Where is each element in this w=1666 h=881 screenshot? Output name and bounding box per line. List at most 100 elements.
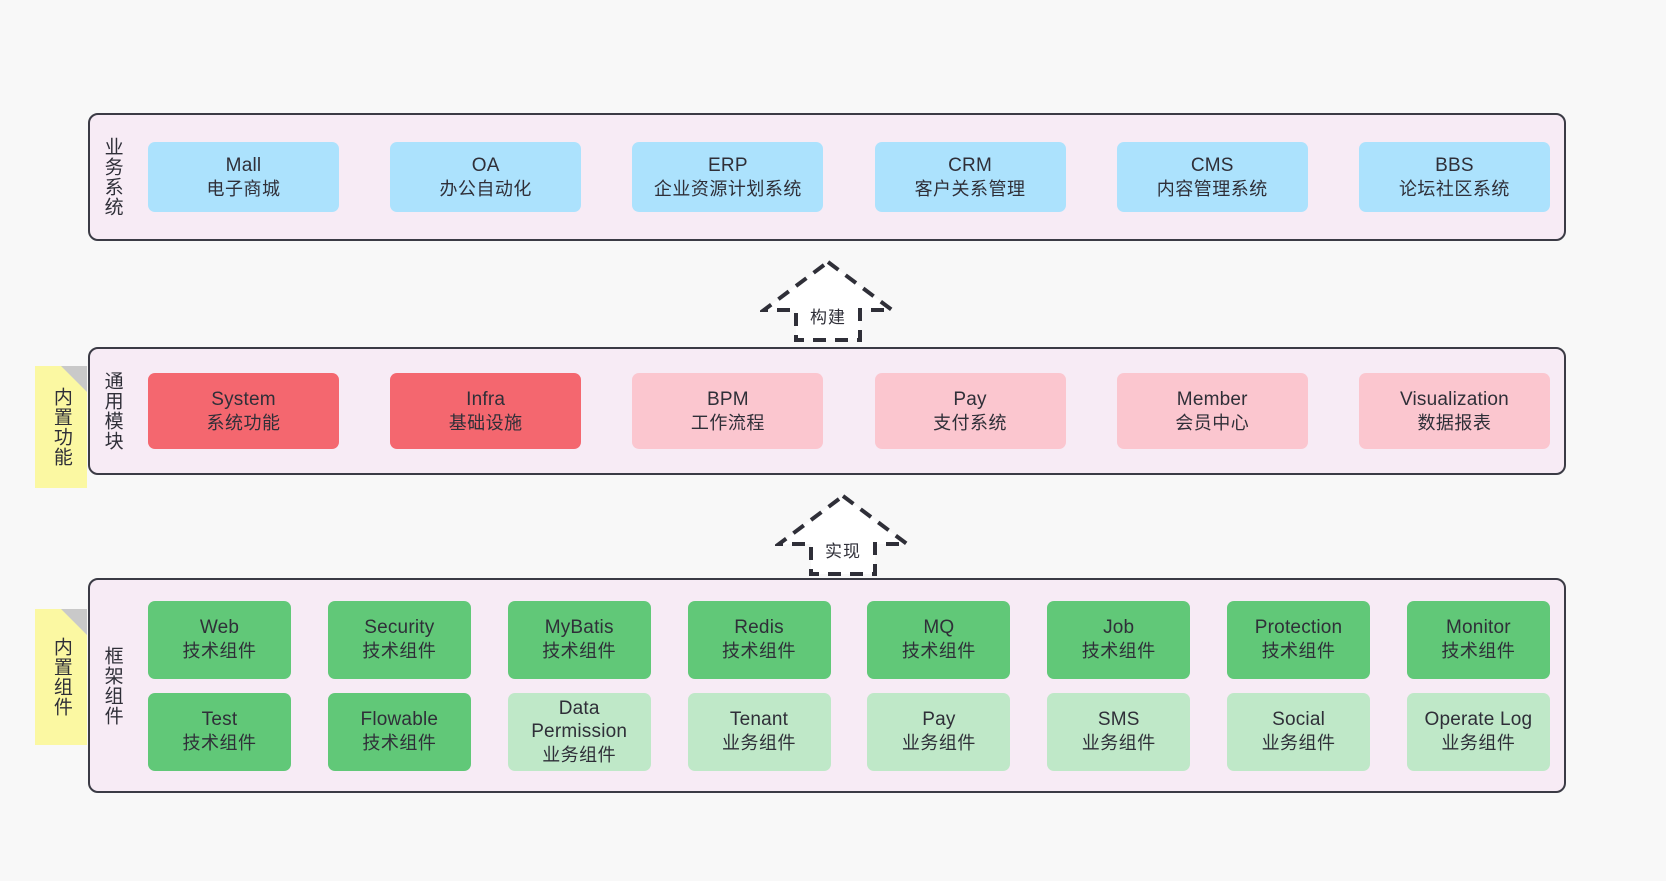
section-label-common-modules: 通用模块 [101,371,123,451]
section-body-common-modules: System 系统功能 Infra 基础设施 BPM 工作流程 Pay 支付系统… [134,349,1564,473]
card-title-en: MQ [923,617,955,639]
card-flowable[interactable]: Flowable 技术组件 [327,692,471,771]
card-title-cn: 业务组件 [1441,733,1516,754]
card-title-cn: 系统功能 [206,412,281,433]
section-common-modules: 通用模块 System 系统功能 Infra 基础设施 BPM 工作流程 Pay… [88,347,1566,475]
card-bpm[interactable]: BPM 工作流程 [632,373,824,449]
note-builtin-components: 内置组件 [35,609,87,745]
framework-components-row-2: Test 技术组件 Flowable 技术组件 Data Permission … [148,692,1550,771]
section-body-framework-components: Web 技术组件 Security 技术组件 MyBatis 技术组件 Redi… [134,580,1564,791]
note-fold-corner-icon [61,609,87,635]
card-title-en: System [211,388,276,410]
card-oa[interactable]: OA 办公自动化 [390,142,582,212]
card-pay-business[interactable]: Pay 业务组件 [867,692,1011,771]
card-title-cn: 技术组件 [722,641,797,662]
section-body-business-systems: Mall 电子商城 OA 办公自动化 ERP 企业资源计划系统 CRM 客户关系… [134,115,1564,239]
card-title-cn: 技术组件 [901,641,976,662]
card-title-cn: 技术组件 [1081,641,1156,662]
card-title-en: CMS [1190,154,1234,176]
card-infra[interactable]: Infra 基础设施 [390,373,582,449]
card-job[interactable]: Job 技术组件 [1047,600,1191,679]
note-label: 内置组件 [50,637,72,717]
card-title-cn: 电子商城 [206,178,281,199]
card-title-en: Operate Log [1424,709,1533,731]
card-title-cn: 办公自动化 [439,178,532,199]
section-label-business-systems: 业务系统 [101,137,123,217]
card-title-cn: 数据报表 [1417,412,1492,433]
card-pay[interactable]: Pay 支付系统 [874,373,1066,449]
card-mq[interactable]: MQ 技术组件 [867,600,1011,679]
card-erp[interactable]: ERP 企业资源计划系统 [632,142,824,212]
card-system[interactable]: System 系统功能 [148,373,339,449]
card-title-cn: 客户关系管理 [914,178,1026,199]
business-systems-row: Mall 电子商城 OA 办公自动化 ERP 企业资源计划系统 CRM 客户关系… [148,142,1550,212]
common-modules-row: System 系统功能 Infra 基础设施 BPM 工作流程 Pay 支付系统… [148,373,1550,449]
connector-implement: 实现 [775,492,911,578]
card-title-cn: 企业资源计划系统 [653,178,802,199]
card-test[interactable]: Test 技术组件 [148,692,291,771]
card-bbs[interactable]: BBS 论坛社区系统 [1358,142,1550,212]
section-label-framework-components: 框架组件 [101,645,123,726]
card-tenant[interactable]: Tenant 业务组件 [687,692,831,771]
card-title-en: Infra [466,388,506,410]
card-title-en: Pay [922,709,956,731]
card-member[interactable]: Member 会员中心 [1116,373,1308,449]
card-title-en: Redis [734,617,784,639]
card-title-cn: 内容管理系统 [1156,178,1268,199]
card-title-en: Data Permission [531,697,628,743]
card-title-cn: 业务组件 [1081,733,1156,754]
card-title-en: ERP [708,154,748,176]
card-title-cn: 论坛社区系统 [1398,178,1510,199]
card-title-en: Mall [225,154,262,176]
card-title-en: BPM [706,388,749,410]
card-title-en: Web [199,617,240,639]
card-title-cn: 会员中心 [1175,412,1250,433]
card-title-cn: 技术组件 [542,641,617,662]
note-label: 内置功能 [50,387,72,467]
card-visualization[interactable]: Visualization 数据报表 [1358,373,1550,449]
note-builtin-features: 内置功能 [35,366,87,488]
card-title-cn: 技术组件 [362,641,437,662]
card-title-en: Visualization [1399,388,1509,410]
card-title-en: Member [1176,388,1248,410]
card-mall[interactable]: Mall 电子商城 [148,142,339,212]
card-mybatis[interactable]: MyBatis 技术组件 [507,600,651,679]
card-security[interactable]: Security 技术组件 [327,600,471,679]
card-title-cn: 支付系统 [933,412,1008,433]
card-redis[interactable]: Redis 技术组件 [687,600,831,679]
card-title-en: Job [1103,617,1135,639]
card-title-en: Flowable [360,709,439,731]
card-title-en: Test [201,709,238,731]
card-title-cn: 业务组件 [1261,733,1336,754]
card-title-cn: 业务组件 [542,745,617,765]
card-title-cn: 技术组件 [182,733,257,754]
card-title-en: Pay [953,388,987,410]
card-social[interactable]: Social 业务组件 [1227,692,1371,771]
card-title-en: Tenant [729,709,789,731]
section-framework-components: 框架组件 Web 技术组件 Security 技术组件 MyBatis 技术组件… [88,578,1566,793]
card-web[interactable]: Web 技术组件 [148,600,291,679]
card-cms[interactable]: CMS 内容管理系统 [1116,142,1308,212]
card-title-cn: 业务组件 [722,733,797,754]
card-title-cn: 技术组件 [1441,641,1516,662]
card-title-cn: 业务组件 [901,733,976,754]
card-monitor[interactable]: Monitor 技术组件 [1406,600,1550,679]
card-title-en: OA [471,154,500,176]
card-title-en: MyBatis [544,617,614,639]
card-protection[interactable]: Protection 技术组件 [1227,600,1371,679]
card-title-en: Monitor [1446,617,1511,639]
card-title-en: CRM [948,154,992,176]
card-title-en: Protection [1254,617,1343,639]
card-data-permission[interactable]: Data Permission 业务组件 [507,692,651,771]
card-title-cn: 基础设施 [448,412,523,433]
card-title-en: BBS [1435,154,1474,176]
card-sms[interactable]: SMS 业务组件 [1047,692,1191,771]
card-operate-log[interactable]: Operate Log 业务组件 [1406,692,1550,771]
card-title-cn: 技术组件 [182,641,257,662]
framework-components-row-1: Web 技术组件 Security 技术组件 MyBatis 技术组件 Redi… [148,600,1550,679]
card-crm[interactable]: CRM 客户关系管理 [874,142,1066,212]
section-business-systems: 业务系统 Mall 电子商城 OA 办公自动化 ERP 企业资源计划系统 CRM… [88,113,1566,241]
card-title-cn: 工作流程 [690,412,765,433]
card-title-cn: 技术组件 [362,733,437,754]
